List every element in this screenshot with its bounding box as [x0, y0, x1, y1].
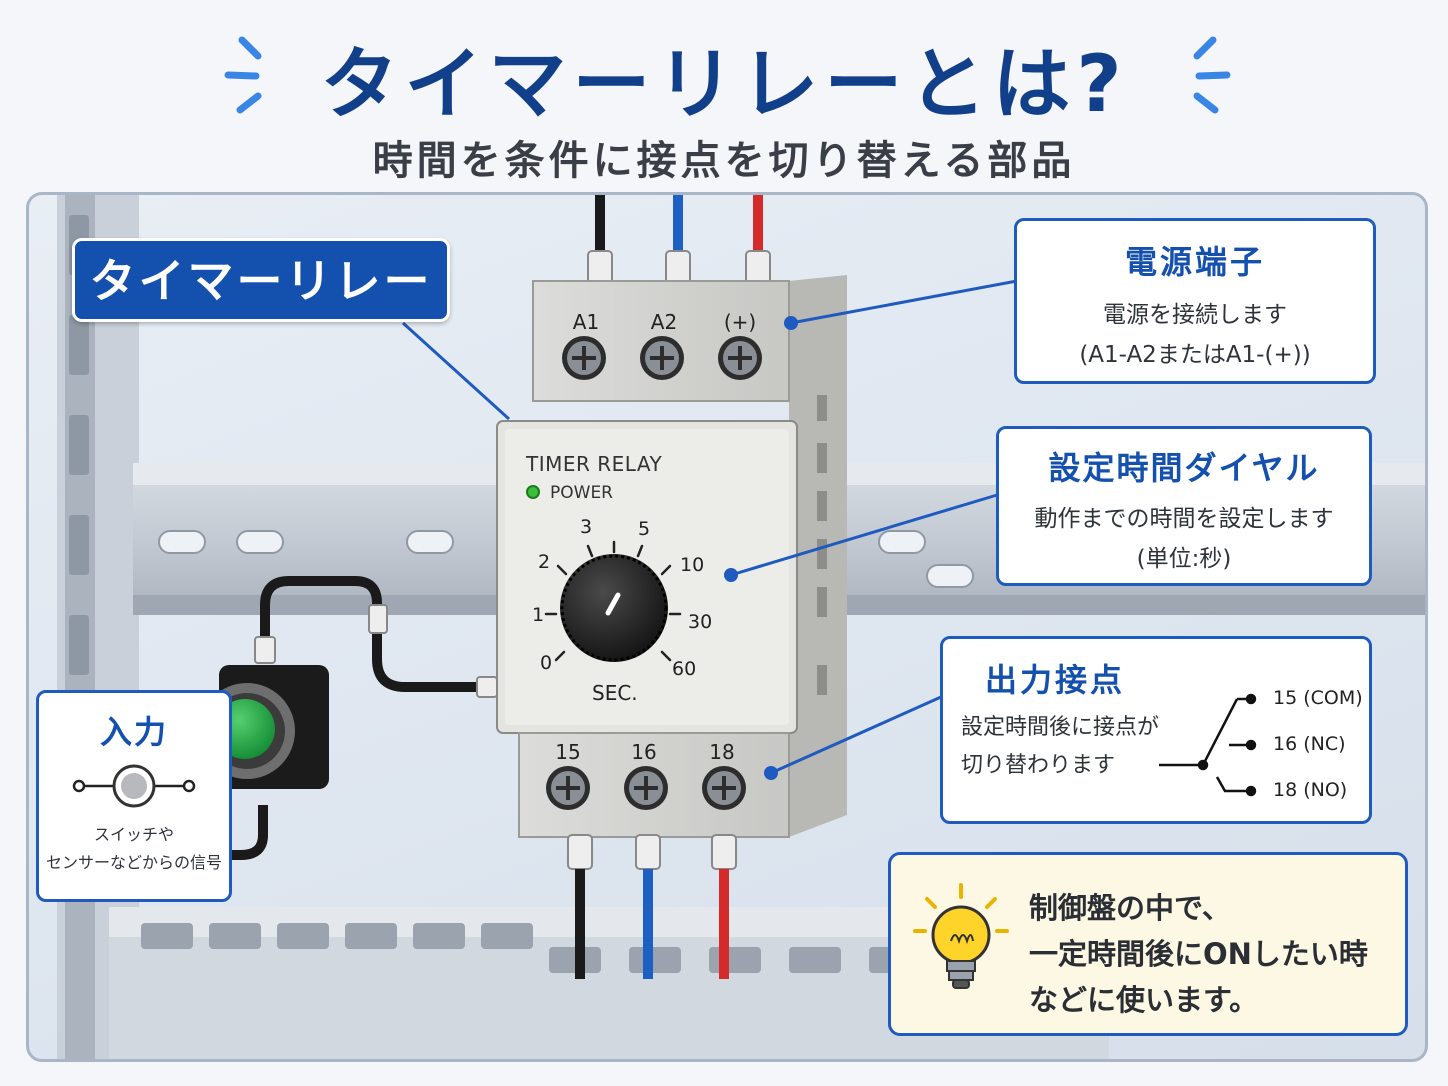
callout-output: 出力接点 設定時間後に接点が 切り替わります 15 (COM) 16 (NC) … [940, 636, 1372, 824]
page-subtitle: 時間を条件に接点を切り替える部品 [372, 138, 1076, 184]
contact-15-com: 15 (COM) [1273, 687, 1363, 709]
terminal-label-16: 16 [631, 740, 657, 764]
switch-symbol-icon [72, 764, 196, 808]
tip-line-2: 一定時間後にONしたい時 [1029, 937, 1368, 971]
dial-mark-2: 2 [538, 551, 551, 573]
callout-input-line2: センサーなどからの信号 [45, 853, 222, 872]
power-label: POWER [550, 483, 613, 503]
callout-power-line1: 電源を接続します [1103, 302, 1287, 328]
contact-18-no: 18 (NO) [1273, 779, 1348, 801]
callout-output-line1: 設定時間後に接点が [961, 715, 1160, 740]
callout-input-line1: スイッチや [93, 825, 174, 844]
time-dial[interactable] [520, 510, 720, 710]
callout-power-terminal: 電源端子 電源を接続します (A1-A2またはA1-(+)) [1014, 218, 1376, 384]
sparkle-right-icon [1193, 36, 1231, 114]
contact-16-nc: 16 (NC) [1273, 733, 1346, 755]
dial-unit: SEC. [592, 681, 638, 705]
tip-line-3: などに使います。 [1029, 983, 1259, 1017]
dial-mark-10: 10 [680, 554, 705, 576]
terminal-label-18: 18 [709, 740, 735, 764]
terminal-label-a1: A1 [572, 310, 600, 334]
callout-dial-title: 設定時間ダイヤル [1048, 449, 1320, 487]
contact-symbol-icon [1159, 693, 1257, 797]
terminal-label-15: 15 [555, 740, 581, 764]
callout-input-title: 入力 [99, 713, 168, 751]
terminal-label-a2: A2 [650, 310, 678, 334]
callout-output-title: 出力接点 [985, 661, 1126, 699]
page-title: タイマーリレーとは? [320, 40, 1128, 130]
tip-line-1: 制御盤の中で、 [1029, 891, 1231, 925]
callout-dial: 設定時間ダイヤル 動作までの時間を設定します (単位:秒) [996, 426, 1372, 586]
terminal-label-plus: (+) [723, 310, 757, 334]
callout-power-line2: (A1-A2またはA1-(+)) [1079, 342, 1311, 368]
power-led-icon [526, 485, 540, 499]
callout-power-title: 電源端子 [1124, 243, 1265, 281]
callout-input: 入力 スイッチや センサーなどからの信号 [36, 690, 232, 902]
callout-dial-line2: (単位:秒) [1136, 546, 1232, 572]
callout-output-line2: 切り替わります [961, 753, 1116, 778]
dial-mark-60: 60 [672, 658, 697, 680]
tip-box: 制御盤の中で、 一定時間後にONしたい時 などに使います。 [888, 852, 1408, 1036]
dial-mark-1: 1 [532, 604, 545, 626]
relay-brand-text: TIMER RELAY [526, 452, 663, 476]
bottom-terminal-screws [546, 766, 746, 810]
lightbulb-icon [913, 883, 1009, 989]
main-label: タイマーリレー [72, 238, 450, 322]
dial-mark-0: 0 [540, 652, 553, 674]
dial-mark-3: 3 [580, 516, 593, 538]
callout-dial-line1: 動作までの時間を設定します [1034, 506, 1334, 532]
dial-mark-5: 5 [638, 518, 651, 540]
top-terminal-screws [562, 336, 762, 380]
dial-mark-30: 30 [688, 611, 713, 633]
sparkle-left-icon [224, 36, 262, 114]
